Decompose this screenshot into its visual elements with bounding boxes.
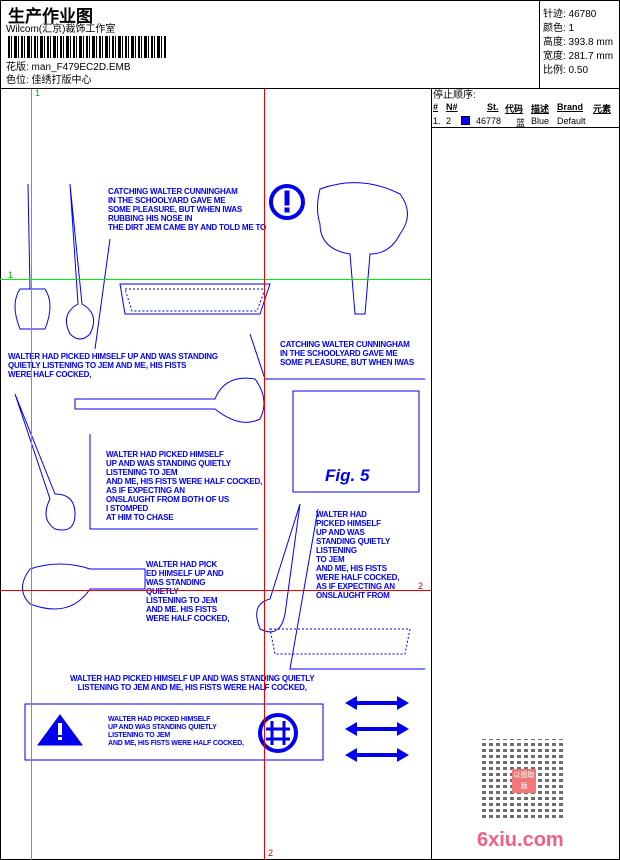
design-file: 花版: man_F479EC2D.EMB — [6, 62, 131, 73]
warning-circle-icon — [269, 184, 305, 220]
seal-stamp: 以图取版 — [512, 769, 536, 793]
guide-label: 1 — [35, 88, 41, 98]
col-stitches: St. — [487, 102, 499, 112]
text-block-2: CATCHING WALTER CUNNINGHAM IN THE SCHOOL… — [280, 340, 414, 367]
company-name: Wilcom(汇京)裁饰工作室 — [6, 24, 116, 35]
guide-green-horizontal[interactable] — [0, 279, 431, 280]
guitar-large-icon — [317, 182, 408, 315]
guide-label: 1 — [8, 270, 14, 280]
stat-width: 宽度: 281.7 mm — [543, 51, 614, 62]
text-block-6: WALTER HAD PICKED HIMSELF UP AND WAS STA… — [316, 510, 400, 600]
stats-divider — [539, 0, 540, 88]
text-box — [24, 703, 324, 761]
watermark-logo: 6xiu.com — [477, 829, 564, 851]
qr-code: 以图取版 — [482, 739, 564, 821]
color-swatch — [461, 116, 470, 125]
deco-line — [94, 238, 111, 350]
stat-scale: 比例: 0.50 — [543, 65, 589, 76]
guide-label: 2 — [268, 848, 274, 858]
warning-triangle-icon — [37, 714, 83, 746]
col-index: # — [433, 102, 439, 112]
stop-sequence-title: 停止顺序: — [433, 90, 476, 101]
col-element: 元素 — [593, 104, 612, 114]
text-block-3: WALTER HAD PICKED HIMSELF UP AND WAS STA… — [8, 352, 218, 379]
col-code: 代码 — [505, 104, 524, 114]
guide-label: 2 — [418, 581, 424, 591]
col-needle: N# — [446, 102, 458, 112]
page-title: 生产作业图 — [8, 7, 93, 26]
guitar-diagonal-icon — [14, 393, 76, 531]
guitar-slanted-icon — [256, 503, 301, 633]
text-block-7: WALTER HAD PICKED HIMSELF UP AND WAS STA… — [70, 674, 315, 692]
text-block-1: CATCHING WALTER CUNNINGHAM IN THE SCHOOL… — [108, 187, 267, 232]
header-divider — [0, 88, 620, 89]
row-index: 1. — [433, 116, 441, 126]
text-block-8: WALTER HAD PICKED HIMSELF UP AND WAS STA… — [108, 716, 244, 747]
hash-circle-icon — [258, 713, 298, 753]
stat-stitches: 针迹: 46780 — [543, 9, 597, 20]
text-block-4: WALTER HAD PICKED HIMSELF UP AND WAS STA… — [106, 450, 263, 522]
row-stitches: 46778 — [476, 116, 502, 126]
stat-height: 高度: 393.8 mm — [543, 37, 614, 48]
col-brand: Brand — [557, 102, 584, 112]
guide-red-horizontal[interactable] — [0, 590, 431, 591]
text-block-5: WALTER HAD PICK ED HIMSELF UP AND WAS ST… — [146, 560, 230, 623]
bass-horizontal-icon — [74, 377, 265, 423]
guide-red-vertical[interactable] — [264, 89, 265, 860]
col-description: 描述 — [531, 104, 550, 114]
table-divider — [431, 127, 620, 128]
row-description: Blue — [531, 116, 550, 126]
machine-illustration — [119, 283, 271, 315]
barcode — [8, 36, 166, 58]
guide-green-vertical[interactable] — [31, 89, 32, 860]
stat-colors: 颜色: 1 — [543, 23, 575, 34]
figure-caption: Fig. 5 — [325, 466, 370, 485]
guitar-bass-icon — [14, 183, 95, 340]
row-needle: 2 — [446, 116, 452, 126]
double-arrow-icon — [345, 696, 409, 762]
row-code: 蓝 — [516, 118, 526, 128]
figure-box — [292, 390, 420, 493]
row-brand: Default — [557, 116, 586, 126]
colorway: 色位: 佳绣打版中心 — [6, 75, 92, 86]
panel-divider — [431, 88, 432, 860]
guitar-left-icon — [22, 563, 146, 610]
